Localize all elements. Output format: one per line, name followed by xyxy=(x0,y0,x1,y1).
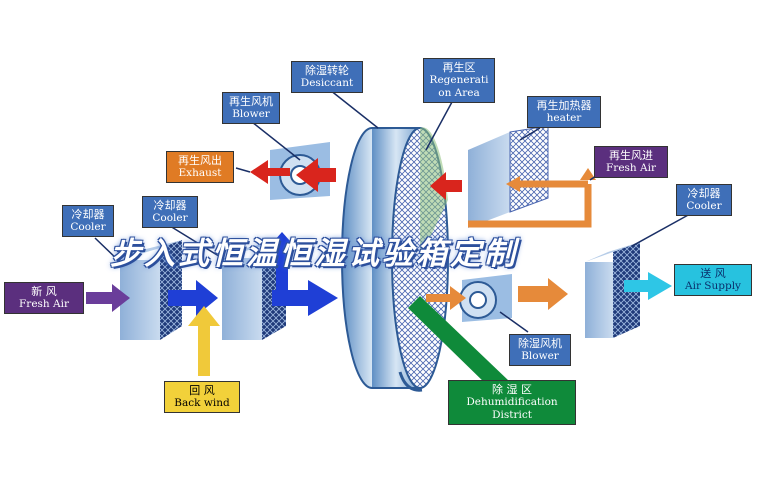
label-regen-heater-en: heater xyxy=(546,112,582,124)
arrow-blue-1 xyxy=(168,280,218,316)
label-fresh-air-in-cn: 再生风进 xyxy=(609,149,653,162)
label-exhaust-cn: 再生风出 xyxy=(178,154,222,167)
label-air-supply-cn: 送 风 xyxy=(700,267,726,280)
label-regen-blower-en: Blower xyxy=(232,108,270,120)
label-fresh-air: 新 风 Fresh Air xyxy=(4,282,84,314)
label-cooler-3: 冷却器 Cooler xyxy=(676,184,732,216)
label-back-wind-en: Back wind xyxy=(174,397,230,409)
label-dehum-district: 除 湿 区 Dehumidification District xyxy=(448,380,576,425)
label-air-supply: 送 风 Air Supply xyxy=(674,264,752,296)
arrow-blue-2 xyxy=(272,280,338,316)
arrow-regen-path xyxy=(468,168,596,228)
label-regen-heater: 再生加热器 heater xyxy=(527,96,601,128)
label-dehum-blower-cn: 除湿风机 xyxy=(518,337,562,350)
label-fresh-air-cn: 新 风 xyxy=(31,285,57,298)
label-cooler-2-cn: 冷却器 xyxy=(153,199,187,212)
regen-heater-unit xyxy=(468,125,549,228)
label-regeneration-area: 再生区 Regenerati on Area xyxy=(423,58,495,103)
arrow-orange-2 xyxy=(518,278,568,310)
arrow-fresh-air-in xyxy=(86,284,130,312)
label-dehum-district-en1: Dehumidification xyxy=(466,396,558,408)
label-regen-area-cn: 再生区 xyxy=(442,61,476,74)
label-dehum-blower-en: Blower xyxy=(521,350,559,362)
label-desiccant: 除湿转轮 Desiccant xyxy=(291,61,363,93)
arrow-air-supply xyxy=(624,272,672,300)
label-regen-area-en2: on Area xyxy=(438,87,480,99)
label-cooler-3-cn: 冷却器 xyxy=(687,187,721,200)
label-cooler-1-cn: 冷却器 xyxy=(71,208,105,221)
arrow-back-wind xyxy=(188,306,220,376)
label-cooler-3-en: Cooler xyxy=(686,200,722,212)
label-exhaust-en: Exhaust xyxy=(178,167,222,179)
label-fresh-air-in-en: Fresh Air xyxy=(606,162,656,174)
page-title-banner: 步入式恒温恒湿试验箱定制 xyxy=(110,236,518,272)
label-desiccant-cn: 除湿转轮 xyxy=(305,64,349,77)
label-regen-blower-cn: 再生风机 xyxy=(229,95,273,108)
label-back-wind-cn: 回 风 xyxy=(189,384,215,397)
label-cooler-2-en: Cooler xyxy=(152,212,188,224)
arrow-blue-up xyxy=(266,232,298,300)
arrow-exhaust xyxy=(250,158,336,192)
label-dehum-blower: 除湿风机 Blower xyxy=(509,334,571,366)
label-desiccant-en: Desiccant xyxy=(300,77,354,89)
label-dehum-district-en2: District xyxy=(492,409,532,421)
label-air-supply-en: Air Supply xyxy=(685,280,741,292)
label-regen-heater-cn: 再生加热器 xyxy=(536,99,592,112)
label-dehum-district-cn: 除 湿 区 xyxy=(492,383,532,396)
arrow-orange-1 xyxy=(426,286,466,310)
label-regen-area-en1: Regenerati xyxy=(429,74,489,86)
label-regen-blower: 再生风机 Blower xyxy=(222,92,280,124)
label-cooler-2: 冷却器 Cooler xyxy=(142,196,198,228)
label-fresh-air-en: Fresh Air xyxy=(19,298,69,310)
label-fresh-air-in: 再生风进 Fresh Air xyxy=(594,146,668,178)
arrow-red-heater xyxy=(430,172,462,200)
label-cooler-1-en: Cooler xyxy=(70,221,106,233)
leader-lines xyxy=(94,89,691,386)
label-cooler-1: 冷却器 Cooler xyxy=(62,205,114,237)
label-back-wind: 回 风 Back wind xyxy=(164,381,240,413)
label-exhaust: 再生风出 Exhaust xyxy=(166,151,234,183)
dehum-blower-fan xyxy=(459,274,512,322)
